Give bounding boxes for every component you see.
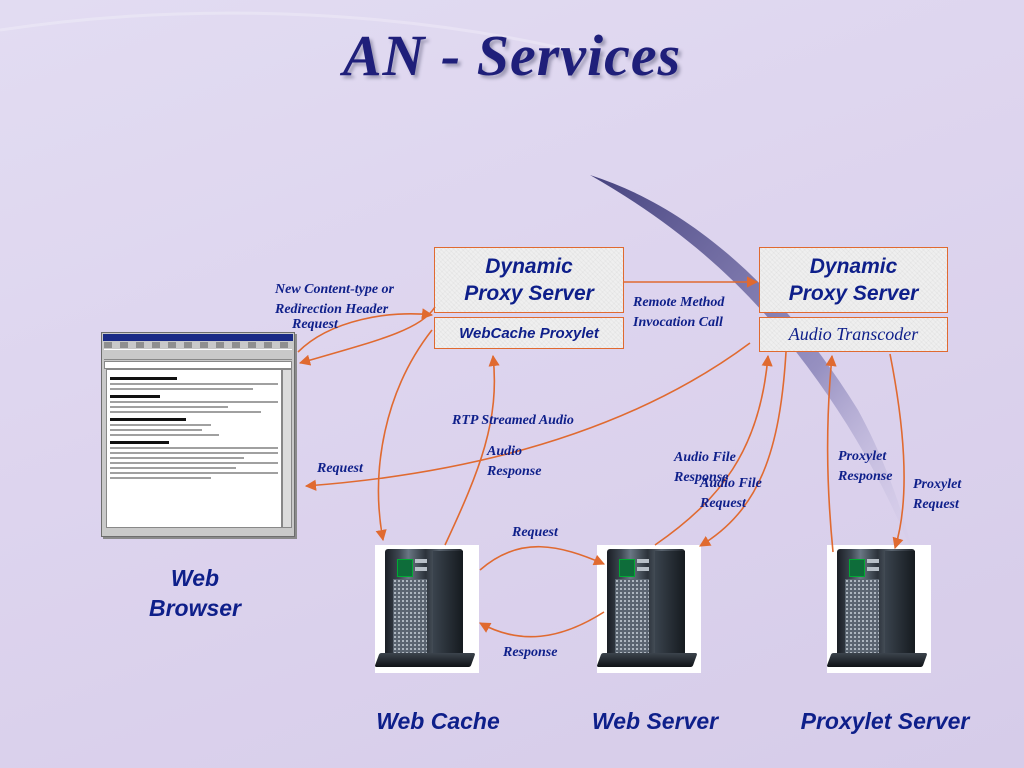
label-proxylet-request: Proxylet Request (913, 477, 962, 512)
dynamic-proxy-server-right: Dynamic Proxy Server (759, 247, 948, 313)
browser-page-content (106, 369, 282, 528)
browser-toolbar (104, 349, 292, 360)
browser-menubar (104, 342, 292, 348)
dynamic-proxy-server-left: Dynamic Proxy Server (434, 247, 624, 313)
label-rtp-streamed-audio: RTP Streamed Audio (452, 413, 574, 428)
label-request-browser: Request (317, 461, 363, 476)
dynamic-proxy-server-left-label: Dynamic Proxy Server (464, 255, 594, 305)
dynamic-proxy-server-right-label: Dynamic Proxy Server (788, 255, 919, 305)
label-audio-response: Audio Response (487, 444, 542, 479)
browser-titlebar (103, 334, 293, 341)
proxylet-server-icon (826, 545, 931, 673)
label-remote-method: Remote Method Invocation Call (633, 295, 725, 330)
browser-scrollbar (282, 369, 292, 528)
label-response-cache-server: Response (503, 645, 558, 660)
node-web-server: Web Server (591, 708, 719, 734)
audio-transcoder-label: Audio Transcoder (788, 324, 919, 344)
audio-transcoder-box: Audio Transcoder (759, 317, 948, 352)
node-web-browser: Web Browser (148, 565, 242, 621)
label-audio-file-request: Audio File Request (700, 476, 762, 511)
web-cache-server-icon (374, 545, 479, 673)
label-request-cache-server: Request (512, 525, 558, 540)
web-browser-window (101, 332, 295, 537)
label-request-top: Request (292, 317, 338, 332)
label-audio-file-response: Audio File Response (674, 450, 736, 485)
label-proxylet-response: Proxylet Response (838, 449, 893, 484)
label-new-content-type: New Content-type or Redirection Header (275, 282, 394, 317)
slide-title: AN - Services (342, 23, 682, 88)
node-web-cache: Web Cache (376, 708, 500, 734)
browser-address-bar (104, 361, 292, 369)
webcache-proxylet-box: WebCache Proxylet (434, 317, 624, 349)
web-server-icon (596, 545, 701, 673)
webcache-proxylet-label: WebCache Proxylet (459, 324, 599, 342)
node-proxylet-server: Proxylet Server (800, 708, 970, 734)
